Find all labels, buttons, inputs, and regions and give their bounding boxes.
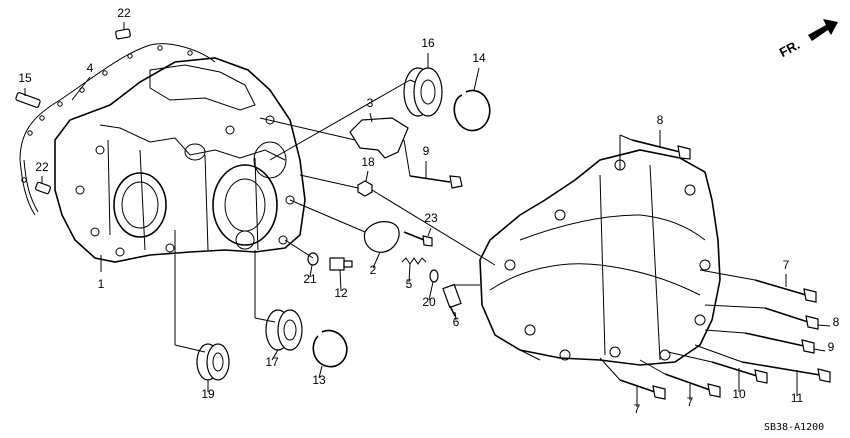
gasket-bolt-holes bbox=[21, 45, 193, 183]
switch-6 bbox=[442, 283, 462, 317]
callout-13: 13 bbox=[312, 373, 326, 387]
callout-6: 6 bbox=[453, 315, 460, 329]
dowel-pin-15 bbox=[15, 92, 41, 108]
leader-lines bbox=[24, 22, 831, 407]
callout-1: 1 bbox=[98, 277, 105, 291]
bearing-17 bbox=[265, 309, 303, 351]
callout-16: 16 bbox=[421, 36, 435, 50]
washer-20 bbox=[429, 269, 439, 283]
callout-3: 3 bbox=[367, 96, 374, 110]
bearing-16 bbox=[403, 67, 443, 117]
dowel-pin-upper bbox=[115, 28, 131, 40]
bolt-7-right bbox=[754, 279, 817, 303]
nut-18 bbox=[357, 180, 373, 197]
callout-18: 18 bbox=[361, 155, 375, 169]
callout-9: 9 bbox=[423, 144, 430, 158]
spring-5 bbox=[401, 257, 427, 265]
callout-2: 2 bbox=[370, 263, 377, 277]
bolt-7-lower bbox=[619, 379, 666, 400]
callout-15: 15 bbox=[18, 71, 32, 85]
sensor-12 bbox=[329, 257, 353, 271]
transmission-housing bbox=[479, 149, 721, 366]
callout-7: 7 bbox=[783, 258, 790, 272]
callout-14: 14 bbox=[472, 51, 486, 65]
bolt-9-upper bbox=[409, 175, 463, 189]
bracket-3 bbox=[349, 117, 409, 159]
callout-9: 9 bbox=[828, 340, 835, 354]
bolt-8-right bbox=[764, 307, 819, 330]
bolt-7-middle bbox=[664, 373, 721, 398]
bolt-9-right bbox=[744, 332, 815, 354]
direction-label: FR. bbox=[777, 37, 803, 60]
dowel-pin-lower bbox=[35, 181, 51, 195]
snap-ring-14 bbox=[453, 89, 491, 132]
callout-20: 20 bbox=[422, 295, 436, 309]
callout-5: 5 bbox=[406, 277, 413, 291]
callout-17: 17 bbox=[265, 355, 279, 369]
bolt-11 bbox=[741, 361, 831, 383]
callout-22: 22 bbox=[117, 6, 131, 20]
callout-19: 19 bbox=[201, 387, 215, 401]
washer-21 bbox=[307, 252, 319, 266]
bolt-10 bbox=[711, 361, 768, 384]
callout-11: 11 bbox=[791, 391, 804, 405]
callout-12: 12 bbox=[334, 286, 348, 300]
callout-4: 4 bbox=[87, 61, 94, 75]
transmission-case bbox=[54, 57, 306, 263]
gasket bbox=[19, 43, 216, 216]
callout-10: 10 bbox=[732, 387, 746, 401]
callout-labels: 22 4 15 22 1 16 14 3 18 9 8 23 2 5 20 6 21 12 17 13 19 7 8 9 11 1… bbox=[18, 6, 839, 416]
diagram-code: SB38-A1200 bbox=[764, 422, 824, 433]
snap-ring-13 bbox=[312, 329, 348, 368]
front-direction-indicator: FR. bbox=[777, 19, 838, 60]
callout-7: 7 bbox=[634, 402, 641, 416]
callout-8: 8 bbox=[657, 113, 664, 127]
front-arrow-icon bbox=[808, 19, 838, 41]
oil-seal-19 bbox=[196, 343, 230, 381]
callout-7: 7 bbox=[687, 395, 694, 409]
bolt-23 bbox=[403, 231, 433, 247]
callout-21: 21 bbox=[303, 272, 317, 286]
cover-2 bbox=[363, 221, 400, 253]
callout-22: 22 bbox=[35, 160, 49, 174]
callout-8: 8 bbox=[833, 315, 840, 329]
callout-23: 23 bbox=[424, 211, 438, 225]
bolt-8-upper bbox=[631, 139, 691, 160]
